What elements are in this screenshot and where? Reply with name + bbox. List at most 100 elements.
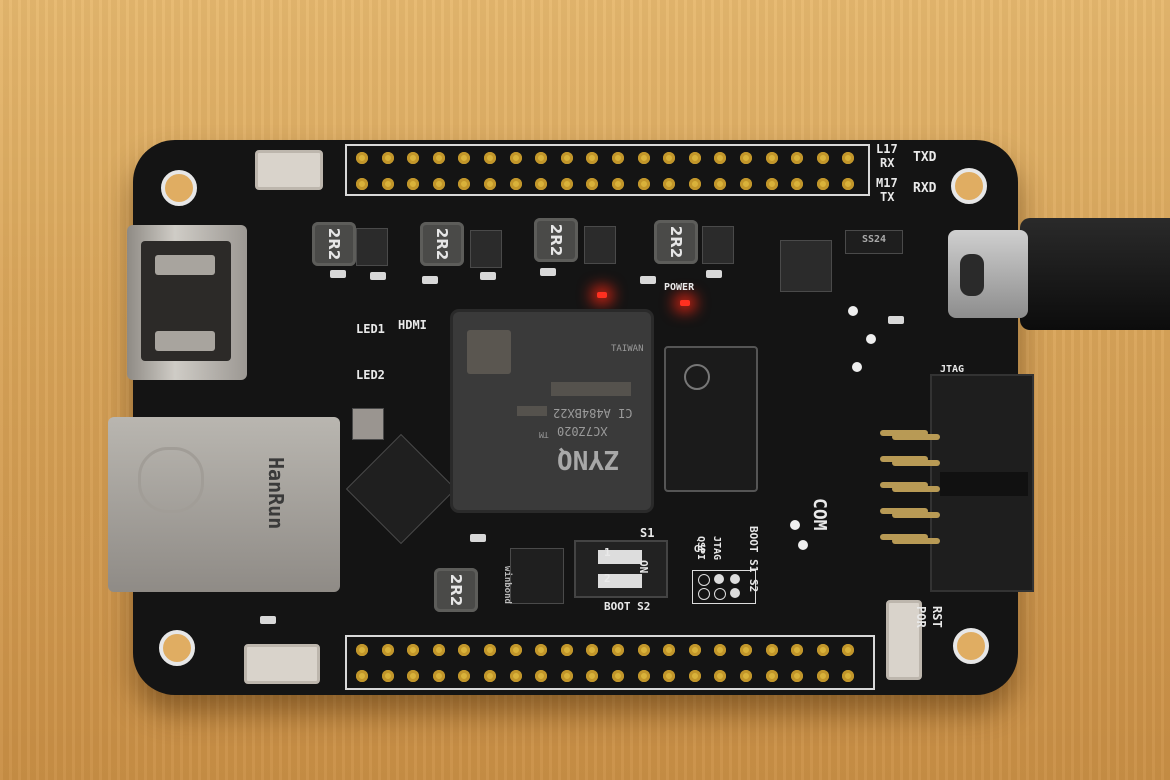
regulator-ic-3 [584, 226, 616, 264]
status-led [597, 292, 607, 298]
inductor-2: 2R2 [420, 222, 464, 266]
boot-dip-switch[interactable] [574, 540, 668, 598]
mounting-hole-top-left [161, 170, 197, 206]
top-header-pin [663, 152, 676, 164]
bottom-header-pin [791, 670, 804, 682]
top-header-pin [714, 178, 727, 190]
top-header-pin [458, 178, 471, 190]
top-header-pin [688, 152, 701, 164]
zynq-soc-chip: TAIWAN CI A484BX22 XC7Z020 TM ZYNQ [453, 312, 651, 510]
silk-dot-5 [798, 540, 808, 550]
bottom-header-pin [356, 670, 368, 682]
bottom-header-pin [381, 670, 394, 682]
mounting-hole-bottom-left [159, 630, 195, 666]
jtag-pin [892, 486, 940, 492]
bottom-header-pin [458, 644, 471, 656]
bottom-header-pin [688, 644, 701, 656]
label-rx: RX [880, 156, 895, 170]
bottom-header-pin [509, 644, 522, 656]
led2-label: LED2 [356, 368, 385, 382]
switch-2-label: 2 [604, 572, 611, 585]
top-header-pin [816, 178, 829, 190]
jtag-pin [892, 434, 940, 440]
inductor-4: 2R2 [654, 220, 698, 264]
passive-9 [470, 534, 486, 542]
bottom-header-pin [407, 670, 420, 682]
jtag-connector[interactable] [930, 374, 1034, 592]
soc-origin: TAIWAN [611, 344, 644, 354]
vertical-com-text: COM [809, 498, 830, 531]
top-header-pin [816, 152, 829, 164]
top-header-pin [612, 152, 624, 164]
power-led [680, 300, 690, 306]
top-header-pin [484, 152, 496, 164]
bottom-header-pin [535, 670, 548, 682]
top-header-pin [356, 178, 368, 190]
bottom-header-pin [842, 644, 855, 656]
silk-dot-2 [866, 334, 876, 344]
bottom-header-pin [586, 670, 599, 682]
bottom-header-pin [356, 644, 368, 656]
label-l17: L17 [876, 142, 898, 156]
top-pin-header [345, 144, 870, 196]
passive-3 [422, 276, 438, 284]
bottom-header-pin [560, 670, 573, 682]
bottom-left-button[interactable] [244, 644, 320, 684]
soc-brand: ZYNQ [557, 444, 620, 474]
ethernet-connector[interactable]: HanRun [108, 417, 340, 592]
top-header-pin [432, 178, 445, 190]
bottom-header-pin [586, 644, 599, 656]
bottom-header-pin [740, 644, 752, 656]
passive-7 [706, 270, 722, 278]
passive-6 [640, 276, 656, 284]
usb-c-port[interactable] [948, 230, 1028, 318]
ethernet-brand: HanRun [264, 457, 288, 530]
label-txd: TXD [913, 150, 937, 165]
bottom-header-pin [765, 644, 778, 656]
bottom-header-pin [791, 644, 804, 656]
switch-boot-label: BOOT S2 [604, 600, 651, 613]
soc-code: CI A484BX22 [553, 406, 633, 420]
top-header-pin [740, 152, 752, 164]
bottom-header-pin [637, 670, 650, 682]
silk-dot-4 [790, 520, 800, 530]
top-header-pin [586, 178, 599, 190]
bottom-header-pin [458, 670, 471, 682]
top-header-pin [560, 152, 573, 164]
silk-dot-1 [848, 306, 858, 316]
bottom-header-pin [535, 644, 548, 656]
jtag-label: JTAG [940, 364, 965, 375]
label-por: POR [914, 606, 928, 628]
boot-mode-table: SD QSPI JTAG [692, 528, 756, 608]
qspi-flash [510, 548, 564, 604]
bottom-header-pin [816, 670, 829, 682]
passive-5 [540, 268, 556, 276]
jtag-pin [880, 482, 928, 488]
top-header-pin [791, 178, 804, 190]
usb-cable [1020, 218, 1170, 330]
bottom-header-pin [612, 644, 624, 656]
passive-1 [330, 270, 346, 278]
crystal [352, 408, 384, 440]
hdmi-connector[interactable] [127, 225, 247, 380]
bottom-header-pin [509, 670, 522, 682]
boot-col-qspi: QSPI [695, 536, 706, 561]
soc-part: XC7Z020 [557, 424, 608, 438]
bottom-header-pin [637, 644, 650, 656]
top-header-pin [381, 152, 394, 164]
flash-brand: winbond [502, 566, 512, 604]
label-rst: RST [930, 606, 944, 628]
top-left-button[interactable] [255, 150, 323, 190]
top-header-pin [637, 152, 650, 164]
usb-uart-ic [780, 240, 832, 292]
bottom-header-pin [714, 670, 727, 682]
inductor-3: 2R2 [534, 218, 578, 262]
regulator-ic-4 [702, 226, 734, 264]
reset-button[interactable] [886, 600, 922, 680]
bottom-pin-header [345, 635, 875, 690]
silk-dot-3 [852, 362, 862, 372]
label-tx: TX [880, 190, 895, 204]
power-label: POWER [664, 282, 695, 293]
bottom-header-pin [765, 670, 778, 682]
top-header-pin [407, 152, 420, 164]
